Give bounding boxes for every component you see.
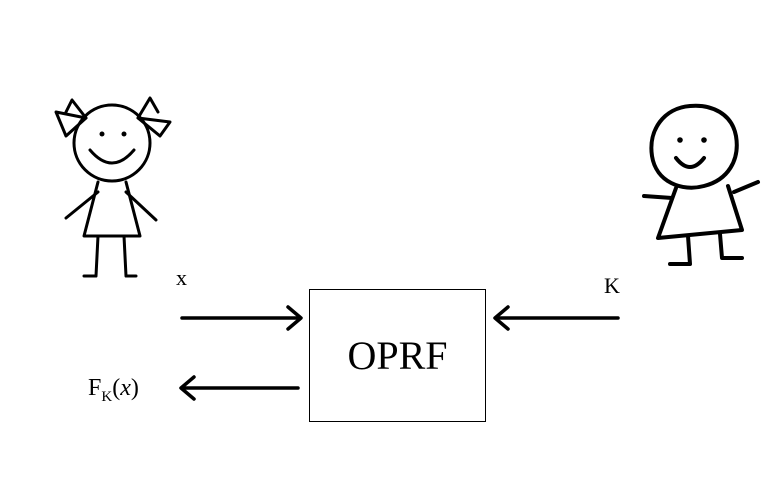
girl-figure-icon <box>54 96 172 278</box>
output-label-main: F <box>88 375 102 401</box>
output-label-close-paren: ) <box>130 375 139 401</box>
output-label-var: x <box>120 375 131 401</box>
output-arrow-icon <box>179 375 300 401</box>
input-k-label: K <box>604 273 620 298</box>
output-label-open-paren: ( <box>112 375 121 401</box>
oprf-box-label: OPRF <box>347 333 448 378</box>
input-k-arrow-icon <box>493 305 620 331</box>
boy-figure-icon <box>642 103 760 266</box>
input-x-arrow-icon <box>180 305 303 331</box>
output-label: FK(x) <box>88 375 139 405</box>
oprf-box: OPRF <box>309 289 486 422</box>
input-x-label: x <box>176 265 187 290</box>
output-label-subscript: K <box>101 389 113 405</box>
